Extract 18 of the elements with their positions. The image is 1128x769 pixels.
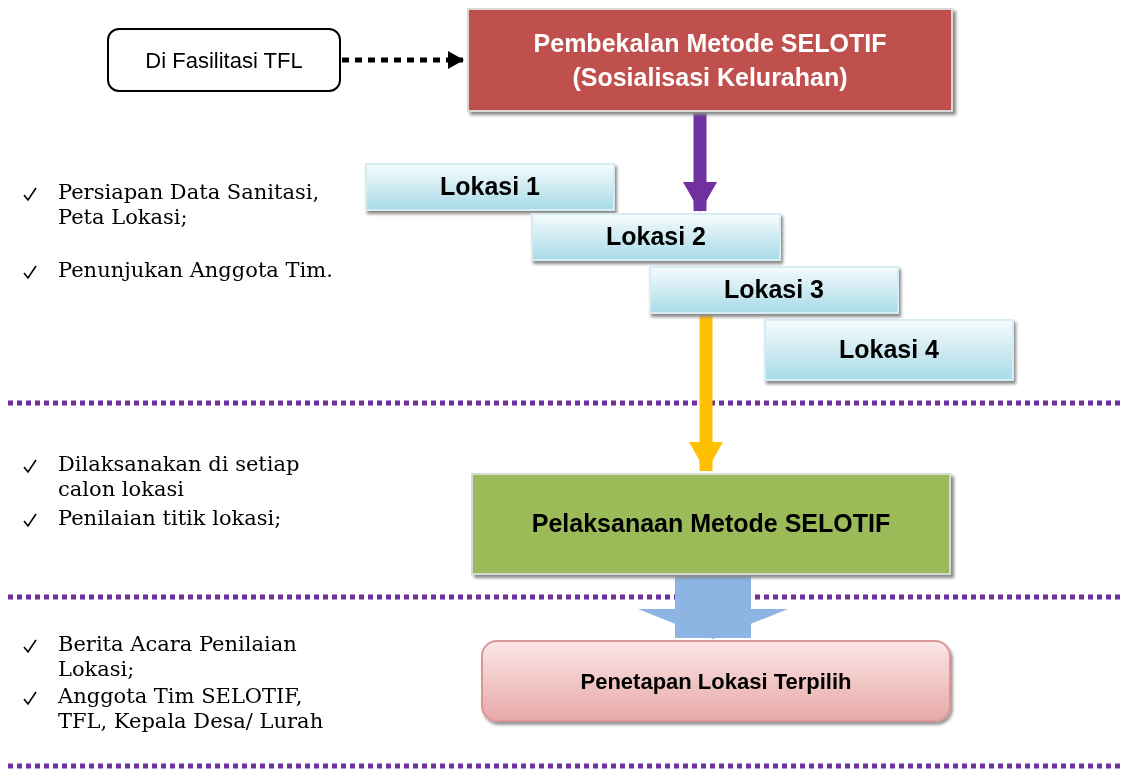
arrow [683,113,717,212]
bullet-text: Penilaian titik lokasi; [58,506,283,531]
rounded-box: Penetapan Lokasi Terpilih [481,640,951,722]
bullet-text: Berita Acara Penilaian Lokasi; [58,632,298,682]
location-box: Lokasi 1 [365,163,615,211]
bullet-text: Anggota Tim SELOTIF, TFL, Kepala Desa/ Lurah [58,684,325,734]
bullet-text: Penunjukan Anggota Tim. [58,258,334,283]
arrow [342,51,464,69]
bullet-text: Persiapan Data Sanitasi, Peta Lokasi; [58,180,321,230]
rounded-box: Di Fasilitasi TFL [107,28,341,92]
arrow [689,315,723,472]
arrow [638,576,788,639]
bullet-text: Dilaksanakan di setiap calon lokasi [58,452,301,502]
process-box: Pembekalan Metode SELOTIF (Sosialisasi Kelurahan) [467,8,953,112]
process-box: Pelaksanaan Metode SELOTIF [471,473,951,575]
location-box: Lokasi 3 [649,266,899,314]
location-box: Lokasi 4 [764,319,1014,381]
location-box: Lokasi 2 [531,213,781,261]
